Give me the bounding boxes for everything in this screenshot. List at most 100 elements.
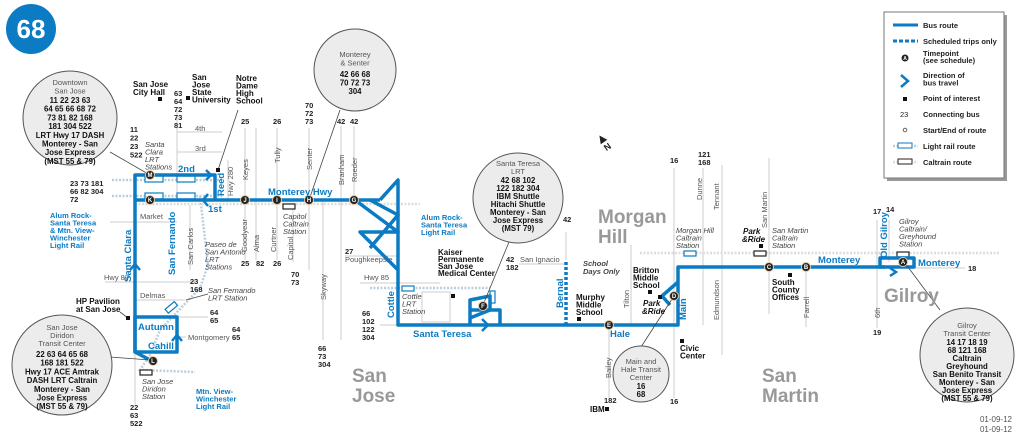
label-line: Medical Center xyxy=(438,269,495,278)
label-line: LRT xyxy=(145,155,160,164)
svg-text:Senter: Senter xyxy=(305,147,314,170)
svg-text:25: 25 xyxy=(241,117,249,126)
svg-text:19: 19 xyxy=(873,328,881,337)
label-line: 63 xyxy=(174,89,182,98)
label-line: & Senter xyxy=(340,59,370,68)
label-line: San Jose xyxy=(54,87,85,96)
timepoint-e: E xyxy=(604,320,614,330)
label-line: 72 xyxy=(174,105,182,114)
svg-text:M: M xyxy=(148,173,153,179)
label-line: 63 xyxy=(130,411,138,420)
label-line: San Antonio xyxy=(205,248,246,257)
monterey-senter-callout xyxy=(313,28,397,112)
diridon-callout xyxy=(11,314,113,416)
label-line: Santa Teresa xyxy=(50,219,97,228)
timepoint-g: G xyxy=(349,195,359,205)
svg-text:42: 42 xyxy=(337,117,345,126)
label-line: LRT xyxy=(402,300,417,309)
timepoint-f: F xyxy=(478,301,488,311)
downtown-callout xyxy=(22,70,118,166)
direction-arrow-icon xyxy=(129,262,141,271)
label-line: LRT Station xyxy=(208,294,247,303)
label-line: 66 xyxy=(362,309,370,318)
svg-text:&Ride: &Ride xyxy=(742,235,766,244)
label-line: Light Rail xyxy=(421,228,455,237)
label-line: Transit Center xyxy=(943,329,991,338)
svg-text:Keyes: Keyes xyxy=(241,159,250,180)
svg-text:Skyway: Skyway xyxy=(319,274,328,300)
svg-text:16: 16 xyxy=(670,156,678,165)
label-line: Direction of xyxy=(923,71,965,80)
light-rail-station-icon xyxy=(176,192,196,200)
label-line: County xyxy=(772,286,800,295)
svg-text:42: 42 xyxy=(563,215,571,224)
light-rail-station-icon xyxy=(176,175,196,183)
label-line: 23 xyxy=(130,142,138,151)
monterey-senter-callout-title: Monterey& Senter xyxy=(339,50,371,68)
label-line: Jose Express xyxy=(37,394,88,403)
label-line: Station xyxy=(402,307,425,316)
label-line: Britton xyxy=(633,266,659,275)
label-line: 122 182 304 xyxy=(496,184,540,193)
legend-direction-icon xyxy=(900,74,910,88)
svg-text:C: C xyxy=(767,265,772,271)
label-line: Caltrain xyxy=(952,354,981,363)
label-line: Murphy xyxy=(576,293,605,302)
label-line: Santa Teresa xyxy=(421,221,468,230)
svg-text:Bus route: Bus route xyxy=(923,21,958,30)
label-line: 64 65 66 68 72 xyxy=(44,105,97,114)
label-line: Alum Rock- xyxy=(421,213,463,222)
route-number-badge: 68 xyxy=(6,4,56,54)
svg-text:17: 17 xyxy=(873,207,881,216)
svg-text:Edmundson: Edmundson xyxy=(712,280,721,320)
label-line: Station xyxy=(676,241,699,250)
park-and-ride-label: Park xyxy=(743,227,761,236)
street-monterey-hwy: Monterey Hwy xyxy=(268,187,333,198)
street-san-fernando: San Fernando xyxy=(167,211,178,275)
timepoint-b: B xyxy=(801,262,811,272)
label-line: Caltrain xyxy=(676,234,702,243)
street-2nd: 2nd xyxy=(178,164,195,175)
svg-text:6th: 6th xyxy=(873,308,882,318)
legend-poi-icon xyxy=(903,97,907,101)
poi-marker-icon xyxy=(759,244,763,248)
label-line: 168 xyxy=(190,285,203,294)
callout-leaders xyxy=(109,109,941,361)
label-line: 22 xyxy=(130,403,138,412)
north-arrow-icon: N xyxy=(599,135,613,153)
svg-text:D: D xyxy=(672,294,677,300)
date-code: 01-09-12 xyxy=(980,415,1013,424)
label-line: School xyxy=(633,281,660,290)
timepoint-h: H xyxy=(304,195,314,205)
svg-text:14: 14 xyxy=(886,205,895,214)
label-line: 72 xyxy=(305,109,313,118)
date-code: 01-09-12 xyxy=(980,425,1013,434)
poi-marker-icon xyxy=(126,316,130,320)
label-line: Jose xyxy=(192,81,211,90)
poi-ibm: IBM xyxy=(590,405,605,414)
svg-text:Tilton: Tilton xyxy=(622,290,631,308)
svg-text:Dunne: Dunne xyxy=(695,178,704,200)
label-line: Caltrain xyxy=(772,234,798,243)
svg-text:Roeder: Roeder xyxy=(350,157,359,182)
label-line: Jose Express xyxy=(942,386,993,395)
label-line: Paseo de xyxy=(205,240,237,249)
label-line: Morgan xyxy=(598,207,667,228)
svg-text:42: 42 xyxy=(350,117,358,126)
svg-text:23: 23 xyxy=(900,110,908,119)
bus-route-68[interactable] xyxy=(129,169,916,362)
